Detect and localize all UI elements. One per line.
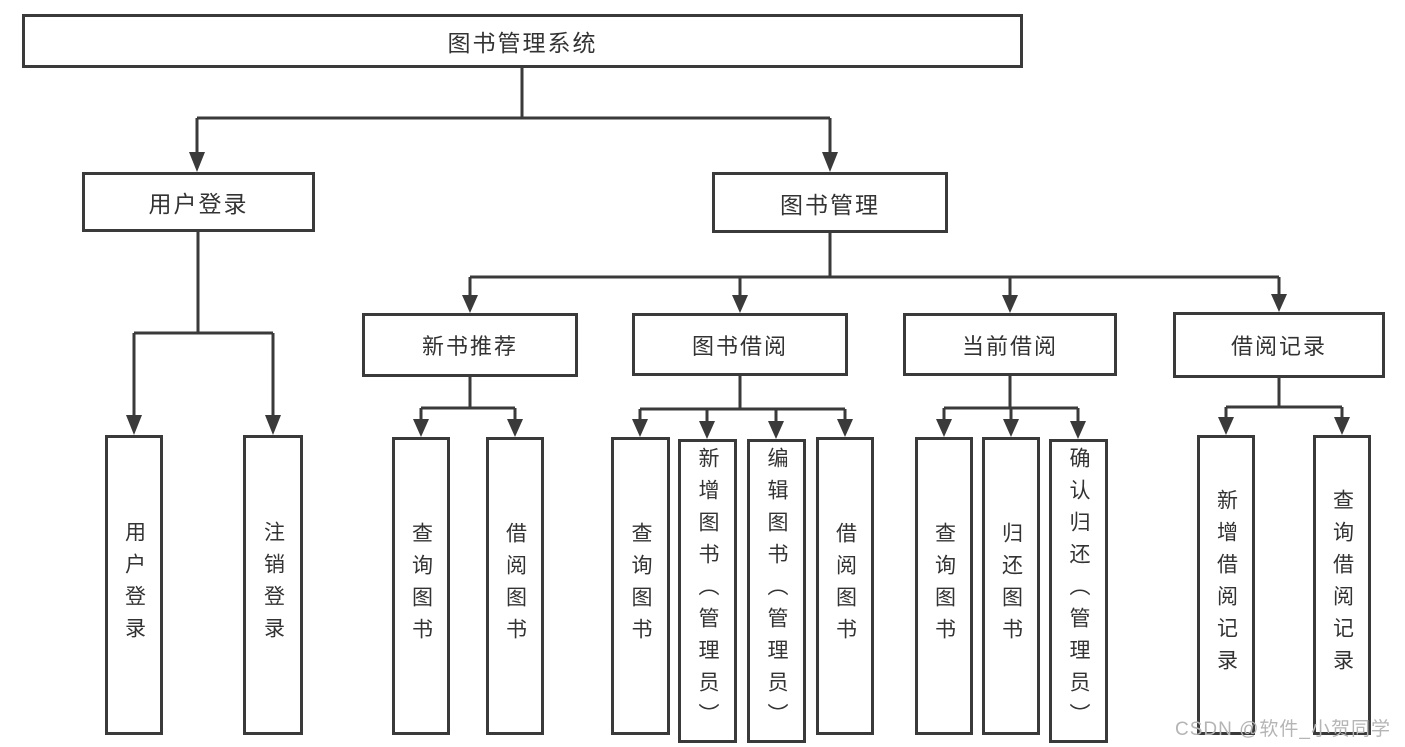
node-label: 查询图书 bbox=[629, 522, 652, 650]
leaf-add-book-admin: 新增图书（管理员） bbox=[678, 439, 737, 743]
node-current-borrowing: 当前借阅 bbox=[903, 313, 1117, 376]
node-label: 编辑图书（管理员） bbox=[765, 447, 788, 735]
leaf-logout: 注销登录 bbox=[243, 435, 303, 735]
node-library-system-root: 图书管理系统 bbox=[22, 14, 1023, 68]
node-label: 确认归还（管理员） bbox=[1067, 447, 1090, 735]
leaf-edit-book-admin: 编辑图书（管理员） bbox=[747, 439, 806, 743]
node-book-management: 图书管理 bbox=[712, 172, 948, 233]
node-label: 注销登录 bbox=[261, 521, 285, 649]
node-label: 借阅图书 bbox=[833, 522, 857, 650]
leaf-query-borrow-record: 查询借阅记录 bbox=[1313, 435, 1371, 735]
leaf-query-books-borrowing: 查询图书 bbox=[611, 437, 670, 735]
node-label: 查询图书 bbox=[932, 522, 956, 650]
leaf-add-borrow-record: 新增借阅记录 bbox=[1197, 435, 1255, 735]
node-label: 归还图书 bbox=[999, 522, 1023, 650]
node-label: 用户登录 bbox=[148, 191, 249, 217]
node-label: 新增图书（管理员） bbox=[696, 447, 719, 735]
node-book-borrowing: 图书借阅 bbox=[632, 313, 848, 376]
leaf-query-books-recommend: 查询图书 bbox=[392, 437, 450, 735]
leaf-borrow-books-recommend: 借阅图书 bbox=[486, 437, 544, 735]
node-label: 查询图书 bbox=[409, 522, 433, 650]
watermark: CSDN @软件_小贺同学 bbox=[1175, 719, 1391, 740]
node-new-book-recommendation: 新书推荐 bbox=[362, 313, 578, 377]
leaf-confirm-return-admin: 确认归还（管理员） bbox=[1049, 439, 1108, 743]
node-borrowing-records: 借阅记录 bbox=[1173, 312, 1385, 378]
node-label: 新书推荐 bbox=[421, 334, 518, 359]
node-user-login: 用户登录 bbox=[82, 172, 315, 232]
node-label: 图书借阅 bbox=[691, 333, 788, 359]
node-label: 图书管理 bbox=[780, 191, 880, 218]
node-label: 当前借阅 bbox=[961, 333, 1058, 359]
leaf-user-login: 用户登录 bbox=[105, 435, 163, 735]
node-label: 图书管理系统 bbox=[447, 30, 598, 56]
node-label: 借阅记录 bbox=[1230, 334, 1327, 359]
leaf-borrow-books-borrowing: 借阅图书 bbox=[816, 437, 874, 735]
leaf-return-books: 归还图书 bbox=[982, 437, 1040, 735]
node-label: 借阅图书 bbox=[503, 522, 527, 650]
leaf-query-books-current: 查询图书 bbox=[915, 437, 973, 735]
node-label: 新增借阅记录 bbox=[1214, 489, 1238, 681]
node-label: 用户登录 bbox=[122, 521, 146, 649]
node-label: 查询借阅记录 bbox=[1330, 489, 1354, 681]
